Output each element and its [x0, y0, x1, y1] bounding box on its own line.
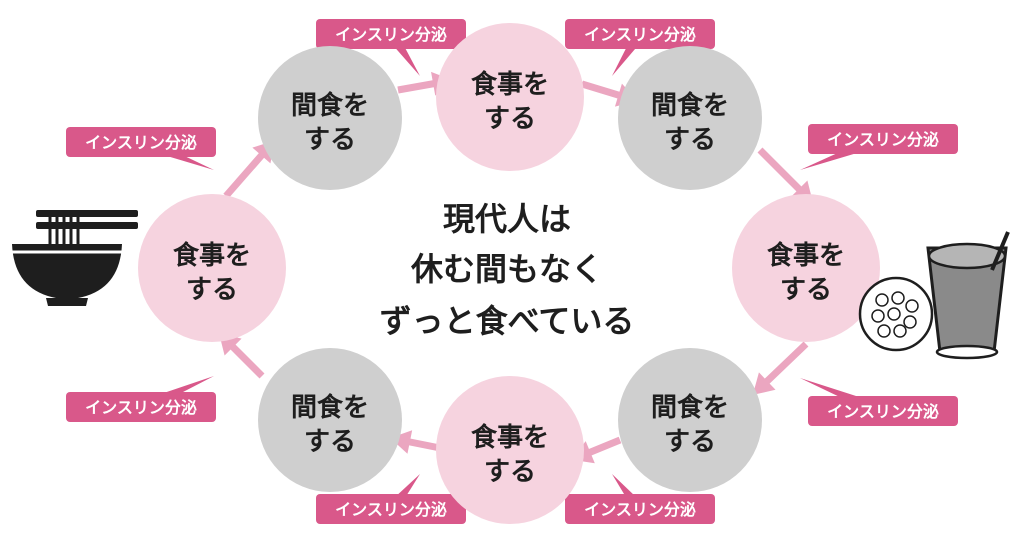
insulin-tag: インスリン分泌 [800, 378, 958, 426]
insulin-tag: インスリン分泌 [66, 127, 216, 170]
bowl [12, 244, 122, 298]
node-label-line-2: する [780, 275, 832, 305]
insulin-tag-box [808, 396, 958, 426]
center-caption: 現代人は 休む間もなく ずっと食べている [380, 200, 635, 340]
insulin-tag: インスリン分泌 [316, 19, 466, 76]
insulin-tag-label: インスリン分泌 [85, 133, 197, 152]
noodle-bowl-icon [12, 210, 138, 306]
insulin-tag-label: インスリン分泌 [827, 402, 939, 421]
node-circle [258, 46, 402, 190]
node-circle [732, 194, 880, 342]
cycle-arrow-head [390, 430, 413, 454]
node-label-line-2: する [304, 427, 356, 457]
cycle-arrow-shaft [757, 341, 809, 391]
insulin-tag-box [808, 124, 958, 154]
node-circle [618, 46, 762, 190]
cycle-arrow-shaft [757, 147, 809, 199]
node-label-line-1: 間食を [651, 90, 729, 121]
insulin-tag: インスリン分泌 [565, 474, 715, 524]
node-label-line-1: 間食を [651, 392, 729, 423]
node-label-line-2: する [664, 125, 716, 155]
node-label-line-1: 食事を [173, 240, 251, 271]
node-circle [618, 348, 762, 492]
cracker-pattern [871, 291, 919, 338]
center-line-1: 現代人は [443, 200, 571, 238]
cycle-nodes: 間食をする食事をする間食をする食事をする間食をする食事をする間食をする食事をする [138, 23, 880, 524]
node-label-line-1: 食事を [767, 240, 845, 271]
insulin-tag-label: インスリン分泌 [335, 500, 447, 519]
insulin-tag-box [565, 19, 715, 49]
node-label-line-1: 間食を [291, 90, 369, 121]
insulin-tag-box [565, 494, 715, 524]
glass-base [935, 344, 999, 360]
cycle-arrow-shaft [223, 145, 271, 199]
drink-and-cracker-icon [858, 231, 1010, 360]
node-label-line-1: 間食を [291, 392, 369, 423]
drink-surface [927, 242, 1007, 270]
insulin-tag-label: インスリン分泌 [584, 500, 696, 519]
node-label-line-1: 食事を [471, 422, 549, 453]
insulin-tags: インスリン分泌インスリン分泌インスリン分泌インスリン分泌インスリン分泌インスリン… [66, 19, 958, 524]
node-label-line-2: する [304, 125, 356, 155]
node-label-line-2: する [664, 427, 716, 457]
bowl-foot [46, 298, 88, 306]
straw [990, 231, 1010, 271]
insulin-tag-label: インスリン分泌 [584, 25, 696, 44]
insulin-tag: インスリン分泌 [800, 124, 958, 170]
chopstick-lower [36, 222, 138, 229]
node-circle [436, 23, 584, 171]
chopstick-upper [36, 210, 138, 217]
insulin-tag-box [316, 494, 466, 524]
node-circle [436, 376, 584, 524]
center-line-3: ずっと食べている [380, 302, 635, 340]
node-label-line-2: する [186, 275, 238, 305]
center-line-2: 休む間もなく [410, 250, 603, 288]
insulin-tag-box [66, 392, 216, 422]
node-label-line-2: する [484, 457, 536, 487]
insulin-tag: インスリン分泌 [316, 474, 466, 524]
node-label-line-1: 食事を [471, 69, 549, 100]
insulin-tag-box [66, 127, 216, 157]
insulin-tag: インスリン分泌 [565, 19, 715, 76]
insulin-tag: インスリン分泌 [66, 376, 216, 422]
node-circle [258, 348, 402, 492]
node-circle [138, 194, 286, 342]
node-label-line-2: する [484, 104, 536, 134]
insulin-tag-label: インスリン分泌 [335, 25, 447, 44]
insulin-tag-label: インスリン分泌 [827, 130, 939, 149]
insulin-tag-box [316, 19, 466, 49]
cracker [858, 276, 934, 352]
insulin-tag-label: インスリン分泌 [85, 398, 197, 417]
cycle-arrow-head [752, 372, 776, 395]
